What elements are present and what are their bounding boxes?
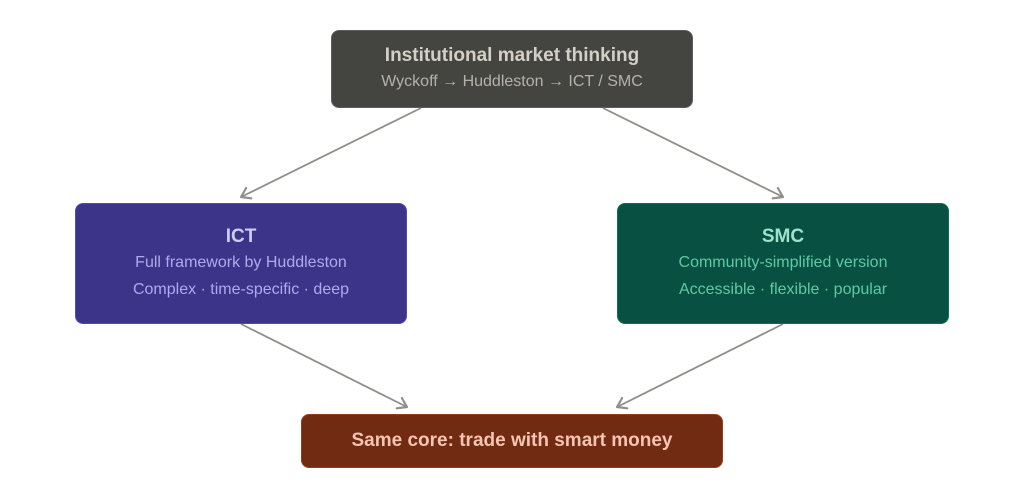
edge-top-to-ict bbox=[239, 107, 422, 200]
node-line-2: Accessible · flexible · popular bbox=[678, 280, 888, 298]
edge-smc-to-core bbox=[615, 323, 784, 410]
node-subtitle: Wyckoff → Huddleston → ICT / SMC bbox=[381, 72, 643, 90]
node-same-core: Same core: trade with smart money bbox=[301, 414, 723, 468]
node-title: Institutional market thinking bbox=[384, 44, 640, 66]
node-line-1: Full framework by Huddleston bbox=[135, 253, 347, 271]
node-title: Same core: trade with smart money bbox=[351, 430, 673, 451]
edge-top-to-smc bbox=[602, 107, 785, 200]
edge-ict-to-core bbox=[240, 323, 409, 410]
node-smc: SMC Community-simplified version Accessi… bbox=[617, 203, 949, 324]
node-line-1: Community-simplified version bbox=[678, 253, 888, 271]
node-institutional-thinking: Institutional market thinking Wyckoff → … bbox=[331, 30, 693, 108]
node-ict: ICT Full framework by Huddleston Complex… bbox=[75, 203, 407, 324]
node-line-2: Complex · time-specific · deep bbox=[132, 280, 350, 298]
node-title: SMC bbox=[761, 225, 805, 247]
node-title: ICT bbox=[225, 225, 257, 247]
